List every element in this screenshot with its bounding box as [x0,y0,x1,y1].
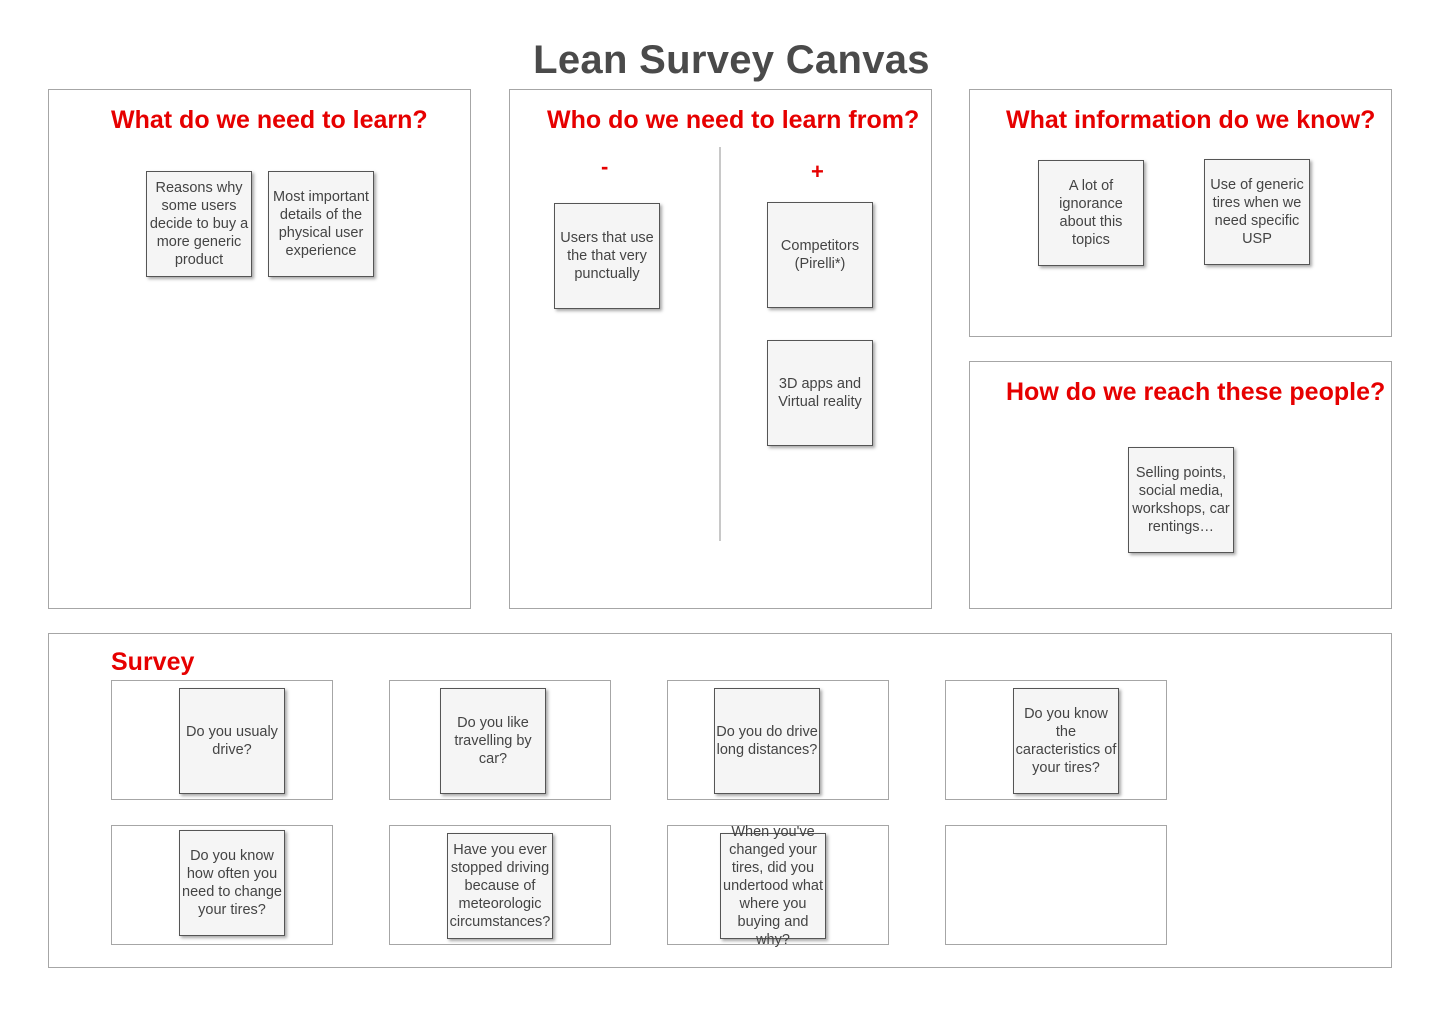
note-text: Reasons why some users decide to buy a m… [149,180,249,268]
column-divider [719,147,721,541]
plus-label: + [811,159,824,184]
reach-heading: How do we reach these people? [1006,378,1386,406]
sticky-note[interactable]: Selling points, social media, workshops,… [1128,447,1234,553]
note-text: A lot of ignorance about this topics [1059,178,1123,248]
learn-panel [48,89,471,609]
note-text: Competitors (Pirelli*) [780,238,860,272]
know-heading: What information do we know? [1006,106,1376,134]
note-text: Have you ever stopped driving because of… [449,842,551,930]
note-text: Do you know the caracteristics of your t… [1015,706,1117,776]
survey-question-note[interactable]: Do you know how often you need to change… [179,830,285,936]
sticky-note[interactable]: Competitors (Pirelli*) [767,202,873,308]
sticky-note[interactable]: A lot of ignorance about this topics [1038,160,1144,266]
learn-heading: What do we need to learn? [111,106,428,134]
canvas-title: Lean Survey Canvas [533,38,930,82]
note-text: Use of generic tires when we need specif… [1210,177,1304,247]
survey-cell-empty [945,825,1167,945]
note-text: Do you usualy drive? [186,724,278,758]
who-heading: Who do we need to learn from? [547,106,920,134]
note-text: Do you do drive long distances? [716,724,818,758]
survey-question-note[interactable]: Do you know the caracteristics of your t… [1013,688,1119,794]
survey-question-note[interactable]: When you've changed your tires, did you … [720,824,826,948]
note-text: Most important details of the physical u… [273,189,369,259]
survey-heading: Survey [111,648,195,676]
note-text: Do you know how often you need to change… [182,848,282,918]
minus-label: - [601,154,609,179]
note-text: 3D apps and Virtual reality [778,376,862,410]
survey-question-note[interactable]: Have you ever stopped driving because of… [447,833,553,939]
note-text: Users that use the that very punctually [560,230,654,282]
sticky-note[interactable]: Most important details of the physical u… [268,171,374,277]
sticky-note[interactable]: Users that use the that very punctually [554,203,660,309]
sticky-note[interactable]: Reasons why some users decide to buy a m… [146,171,252,277]
survey-question-note[interactable]: Do you like travelling by car? [440,688,546,794]
survey-question-note[interactable]: Do you usualy drive? [179,688,285,794]
note-text: Selling points, social media, workshops,… [1132,465,1230,535]
sticky-note[interactable]: 3D apps and Virtual reality [767,340,873,446]
note-text: When you've changed your tires, did you … [723,824,823,948]
survey-question-note[interactable]: Do you do drive long distances? [714,688,820,794]
note-text: Do you like travelling by car? [454,715,532,767]
sticky-note[interactable]: Use of generic tires when we need specif… [1204,159,1310,265]
